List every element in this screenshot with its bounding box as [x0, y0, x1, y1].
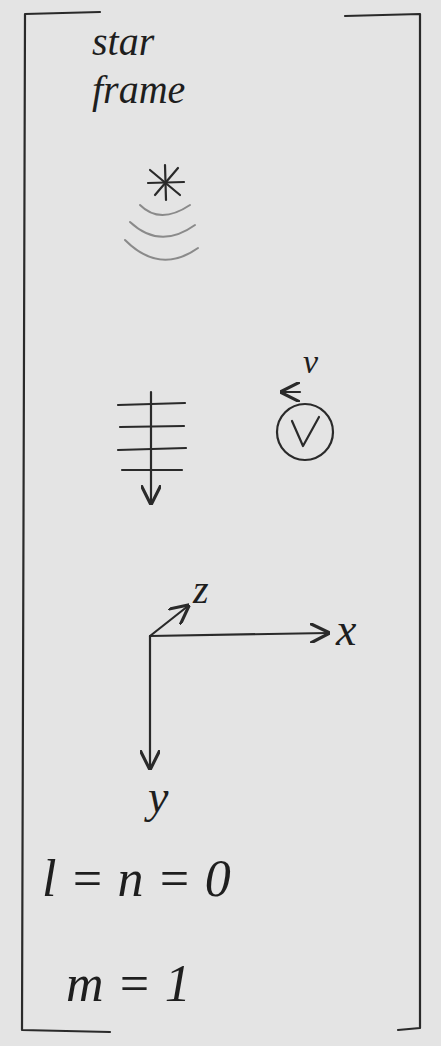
right-bracket [345, 14, 420, 1030]
axis-label: y [148, 772, 168, 823]
quantum-numbers: l = n = 0 [42, 850, 231, 907]
velocity-label: v [303, 343, 318, 380]
quantum-numbers: m = 1 [66, 955, 191, 1012]
axis-label: z [193, 568, 209, 612]
wave-arcs [125, 205, 198, 260]
plane-wave [118, 392, 186, 503]
axis-label: x [336, 605, 356, 656]
clock-symbol [277, 392, 333, 460]
axes [150, 606, 328, 768]
star-symbol [148, 165, 184, 200]
frame-title: star frame [92, 18, 222, 114]
